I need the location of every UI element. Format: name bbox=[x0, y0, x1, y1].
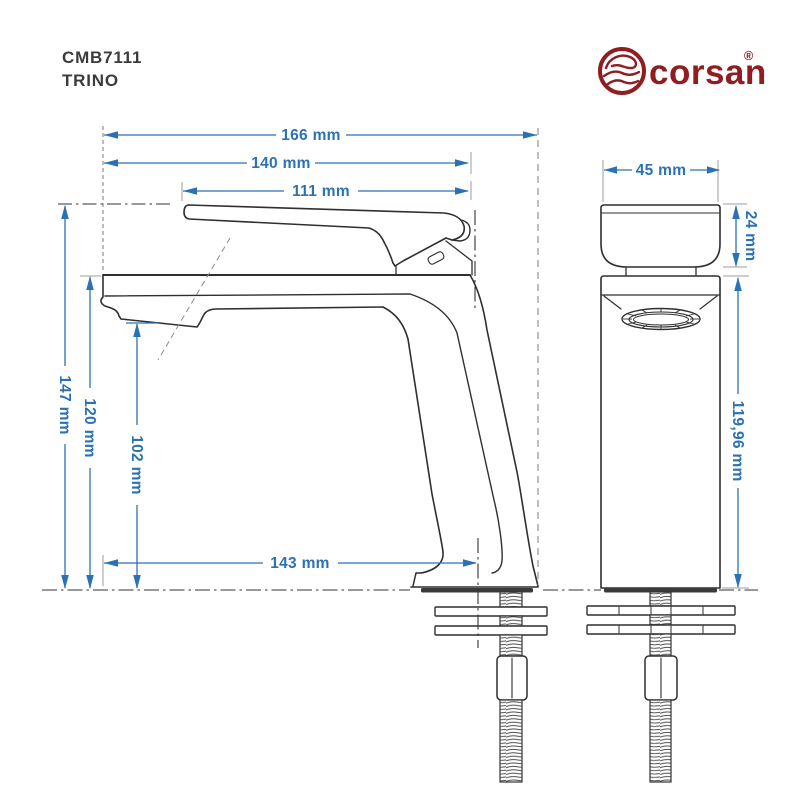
construction-lines bbox=[42, 126, 758, 648]
dim-total-length: 166 mm bbox=[104, 127, 537, 144]
body-crease-line bbox=[104, 293, 503, 574]
threaded-rod bbox=[499, 699, 523, 783]
side-view-drawing bbox=[100, 204, 548, 783]
front-mounting-hardware bbox=[586, 591, 736, 783]
spout-underside bbox=[100, 274, 444, 574]
dim-label: 143 mm bbox=[270, 555, 330, 572]
header: CMB7111 TRINO bbox=[62, 48, 142, 90]
washer-segments bbox=[618, 606, 704, 615]
dim-label: 102 mm bbox=[128, 435, 145, 495]
dim-label: 119,96 mm bbox=[729, 400, 746, 481]
wave-icon bbox=[598, 47, 646, 95]
base-gasket-front bbox=[604, 588, 717, 593]
spout-funnel-lines bbox=[603, 295, 718, 310]
product-name: TRINO bbox=[62, 71, 119, 90]
aerator-hatch bbox=[623, 308, 699, 330]
vertical-centerline bbox=[474, 210, 479, 648]
threaded-stud bbox=[649, 633, 672, 657]
dim-front-body-height: 119,96 mm bbox=[729, 277, 746, 588]
extension-tick bbox=[722, 275, 749, 589]
dimensions-side-view: 166 mm 140 mm 111 mm 147 mm 120 bbox=[56, 127, 537, 589]
handle-front bbox=[600, 204, 721, 268]
front-view-drawing bbox=[586, 204, 736, 783]
aerator bbox=[621, 307, 701, 331]
washer-bottom bbox=[434, 625, 548, 636]
dim-total-height: 147 mm bbox=[56, 205, 73, 589]
washer-top bbox=[586, 605, 736, 616]
body-front bbox=[600, 275, 721, 589]
washer-top bbox=[434, 606, 548, 617]
washer-bottom bbox=[586, 624, 736, 635]
threaded-stud bbox=[649, 614, 672, 626]
body-right-edge bbox=[469, 274, 539, 587]
threaded-stud bbox=[499, 591, 523, 608]
dim-handle-length: 111 mm bbox=[183, 183, 469, 200]
side-mounting-hardware bbox=[434, 591, 548, 783]
base-pedestal bbox=[410, 572, 539, 588]
base-gasket bbox=[421, 588, 533, 593]
dim-body-height: 120 mm bbox=[81, 276, 98, 589]
threaded-stud bbox=[499, 615, 523, 627]
brand-name: corsan bbox=[649, 53, 767, 92]
dim-body-width: 45 mm bbox=[604, 162, 720, 179]
dim-label: 45 mm bbox=[636, 162, 687, 179]
extension-tick bbox=[723, 203, 747, 268]
dim-body-length: 140 mm bbox=[104, 155, 469, 172]
dim-spout-reach: 143 mm bbox=[104, 555, 477, 572]
neck-lines bbox=[625, 266, 697, 277]
cartridge-wedge bbox=[395, 240, 473, 276]
wave-icon-lines bbox=[602, 54, 641, 86]
dimensions-front-view: 45 mm 24 mm 119,96 mm bbox=[604, 162, 759, 588]
extension-tick bbox=[602, 160, 719, 202]
dim-label: 111 mm bbox=[292, 183, 350, 200]
handle-lever bbox=[183, 204, 466, 267]
registered-mark: ® bbox=[744, 49, 754, 63]
threaded-stud bbox=[499, 634, 523, 657]
dim-label: 147 mm bbox=[56, 375, 73, 435]
dim-handle-height: 24 mm bbox=[732, 205, 759, 267]
dim-spout-height: 102 mm bbox=[126, 322, 158, 589]
threaded-stud bbox=[649, 591, 672, 607]
product-code: CMB7111 bbox=[62, 48, 142, 67]
threaded-rod bbox=[649, 699, 672, 783]
dim-label: 140 mm bbox=[251, 155, 311, 172]
aerator-axis-dashed bbox=[157, 237, 231, 361]
corsan-logo: corsan ® bbox=[598, 47, 767, 95]
dim-label: 120 mm bbox=[81, 398, 98, 458]
dim-label: 166 mm bbox=[281, 127, 341, 144]
dim-label: 24 mm bbox=[742, 211, 759, 262]
washer-segments bbox=[618, 625, 704, 634]
handle-set-screw bbox=[427, 251, 445, 265]
